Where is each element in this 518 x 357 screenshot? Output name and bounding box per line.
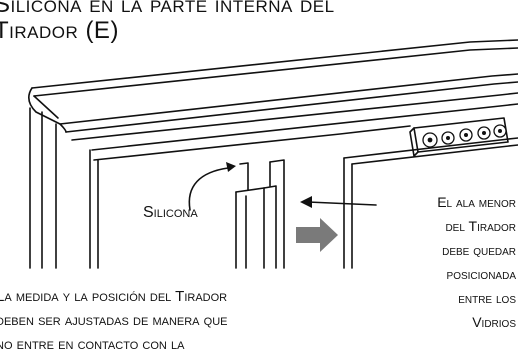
roller-plate-side [409, 127, 419, 157]
header-rail-end [28, 87, 67, 133]
caption-line-2: Tirador (E) [0, 17, 119, 44]
handle-profile-flange [269, 159, 285, 269]
header-rail-lip [33, 47, 518, 97]
header-rail-top [31, 39, 518, 89]
header-rail-under [65, 81, 518, 133]
glass-panel-top [343, 137, 518, 159]
screw-1-center [427, 137, 433, 143]
ala-leader [307, 201, 377, 206]
caption-line-1: Silicona en la parte interna del [0, 0, 335, 18]
ala-line: debe quedar [442, 242, 516, 258]
ala-line: El ala menor [437, 194, 516, 210]
silicona-arrowhead [226, 162, 236, 172]
adjustment-note: La medida y la posición del Tirador debe… [0, 285, 228, 357]
handle-profile-lip [239, 162, 249, 191]
glass-panel-top-2 [351, 144, 518, 165]
installation-drawing [28, 39, 518, 269]
silicona-leader [188, 167, 229, 211]
note-line-1: La medida y la posición del Tirador [0, 288, 228, 305]
note-line-2: deben ser ajustadas de manera que [0, 312, 228, 329]
ala-line: Vidrios [472, 314, 516, 330]
screw-2-center [446, 136, 450, 140]
ala-arrowhead [300, 196, 312, 208]
ala-line: entre los [458, 290, 516, 306]
silicona-label: Silicona [143, 204, 198, 221]
handle-profile-back [263, 185, 277, 269]
ala-line: posicionada [446, 266, 516, 282]
header-rail-front [59, 73, 518, 125]
screw-3-center [464, 133, 468, 137]
handle-profile-top [235, 187, 265, 193]
ala-label: El ala menor del Tirador debe quedar pos… [356, 190, 516, 334]
note-line-3: no entre en contacto con la [0, 336, 185, 353]
screw-4-center [482, 131, 486, 135]
ala-line: del Tirador [445, 218, 516, 234]
header-rail-end-inner [33, 95, 59, 119]
push-arrow [296, 218, 338, 252]
caption: Silicona en la parte interna del Tirador… [0, 0, 335, 44]
inner-frame-top-2 [91, 103, 518, 151]
inner-frame-top-3 [93, 125, 411, 161]
screw-5-center [498, 129, 502, 133]
inner-frame-top [71, 92, 518, 141]
roller-plate [413, 117, 509, 153]
